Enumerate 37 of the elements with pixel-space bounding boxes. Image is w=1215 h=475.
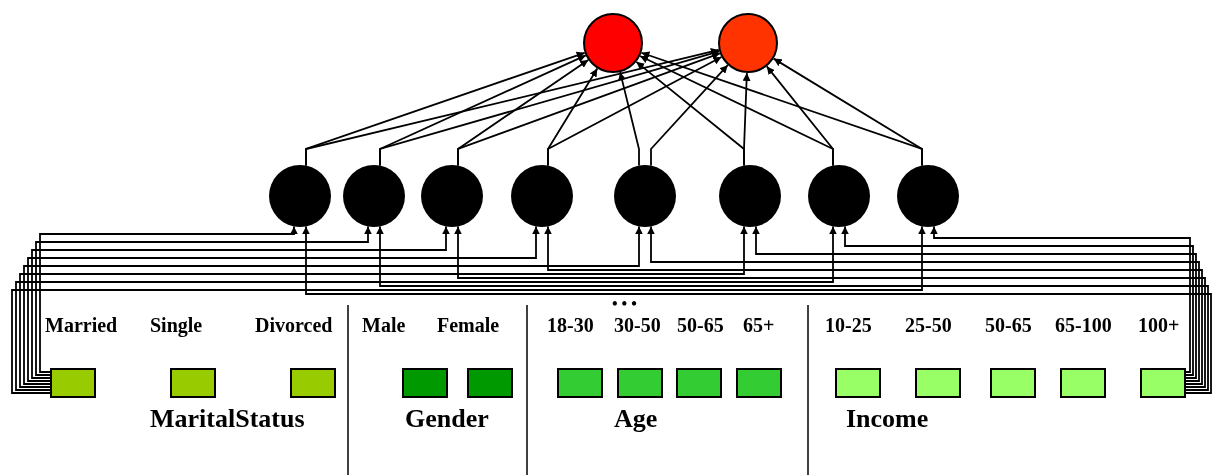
arrow <box>39 225 298 373</box>
group-title: Age <box>614 405 658 433</box>
arrow <box>752 225 1197 379</box>
arrow <box>841 225 1194 376</box>
arrow <box>742 72 751 167</box>
arrow <box>650 64 729 167</box>
arrow <box>772 57 923 167</box>
arrow <box>765 65 834 167</box>
category-label: 65-100 <box>1055 314 1112 336</box>
arrow <box>379 49 721 167</box>
arrow <box>618 71 640 167</box>
group-title: Gender <box>405 405 489 433</box>
category-label: 50-65 <box>677 314 724 336</box>
category-label: Male <box>362 314 406 336</box>
arrow <box>27 225 540 382</box>
arrow <box>23 225 643 385</box>
category-label: 30-50 <box>614 314 661 336</box>
ellipsis-dots: • • • <box>612 295 637 313</box>
arrow <box>647 225 1200 382</box>
group-title: MaritalStatus <box>150 405 305 433</box>
category-label: 25-50 <box>905 314 952 336</box>
category-label: 50-65 <box>985 314 1032 336</box>
arrow <box>457 52 721 167</box>
category-label: Divorced <box>255 314 333 336</box>
arrow <box>305 47 720 167</box>
category-label: 65+ <box>743 314 775 336</box>
arrow <box>930 225 1191 373</box>
category-label: 10-25 <box>825 314 872 336</box>
category-label: Married <box>45 314 118 336</box>
category-label: Female <box>437 314 500 336</box>
category-label: Single <box>150 314 203 336</box>
arrow <box>31 225 450 379</box>
category-label: 100+ <box>1138 314 1180 336</box>
category-label: 18-30 <box>547 314 594 336</box>
arrow <box>35 225 372 376</box>
group-title: Income <box>846 405 929 433</box>
arrow <box>547 56 723 167</box>
